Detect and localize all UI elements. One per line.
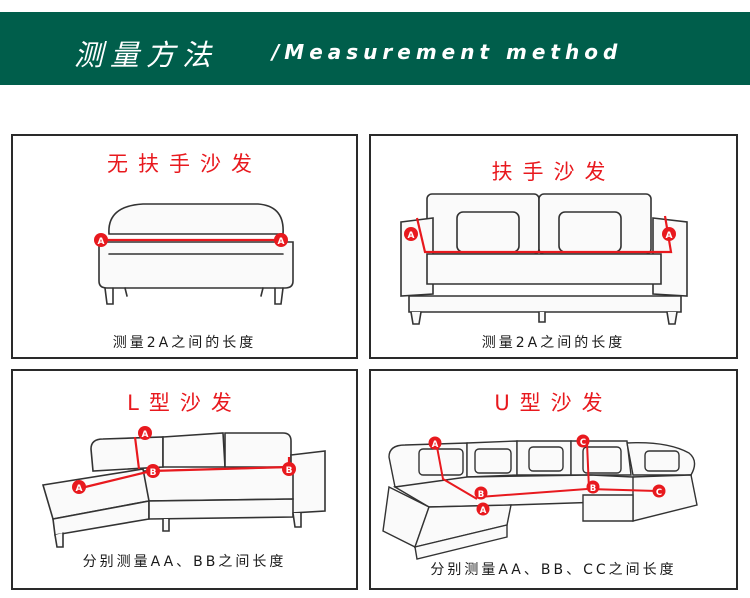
svg-text:B: B	[150, 468, 157, 478]
marker-a-top: A	[428, 436, 442, 450]
marker-b-right: B	[282, 462, 296, 476]
marker-a-bottom: A	[476, 502, 490, 516]
marker-b-middle: B	[146, 464, 160, 478]
svg-text:B: B	[286, 466, 293, 476]
l-sofa-illustration: A A B B	[41, 426, 326, 548]
marker-a-right: A	[274, 233, 288, 247]
page-title: 测量方法	[74, 38, 219, 72]
panel-caption: 测量2A之间的长度	[481, 335, 626, 351]
panel-caption: 分别测量AA、BB、CC之间长度	[430, 562, 677, 578]
page-subtitle: /Measurement method	[272, 40, 623, 64]
panel-u-sofa: U型沙发	[369, 369, 738, 590]
svg-text:A: A	[142, 430, 149, 440]
svg-text:A: A	[278, 237, 285, 247]
svg-text:A: A	[98, 237, 105, 247]
marker-a-top: A	[138, 426, 152, 440]
panel-caption: 分别测量AA、BB之间长度	[82, 554, 287, 570]
marker-c-right: C	[652, 484, 666, 498]
panel-arm-sofa: 扶手沙发 A A	[369, 134, 738, 359]
arm-sofa-illustration: A A	[400, 193, 688, 325]
marker-a-right: A	[662, 227, 676, 241]
marker-a-left: A	[72, 480, 86, 494]
svg-text:C: C	[580, 438, 586, 448]
panel-title: 无扶手沙发	[107, 152, 262, 176]
u-sofa-illustration: A A B B C C	[382, 434, 698, 560]
marker-b-right: B	[586, 480, 600, 494]
svg-text:A: A	[666, 231, 673, 241]
svg-text:A: A	[76, 484, 83, 494]
panel-title: L型沙发	[127, 391, 242, 415]
svg-text:C: C	[656, 488, 662, 498]
armless-sofa-illustration: A A	[94, 203, 294, 305]
panel-title: U型沙发	[494, 391, 613, 415]
header-banner	[0, 12, 750, 85]
svg-text:A: A	[408, 231, 415, 241]
svg-text:B: B	[590, 484, 596, 494]
panel-caption: 测量2A之间的长度	[112, 335, 257, 351]
marker-a-left: A	[94, 233, 108, 247]
svg-text:A: A	[432, 440, 439, 450]
panel-armless-sofa: 无扶手沙发 A A 测量2A之间的长度	[11, 134, 358, 359]
panel-title: 扶手沙发	[491, 160, 616, 184]
marker-b-left: B	[474, 486, 488, 500]
svg-text:A: A	[480, 506, 487, 516]
marker-a-left: A	[404, 227, 418, 241]
marker-c-top: C	[576, 434, 590, 448]
panel-l-sofa: L型沙发 A A	[11, 369, 358, 590]
svg-text:B: B	[478, 490, 484, 500]
